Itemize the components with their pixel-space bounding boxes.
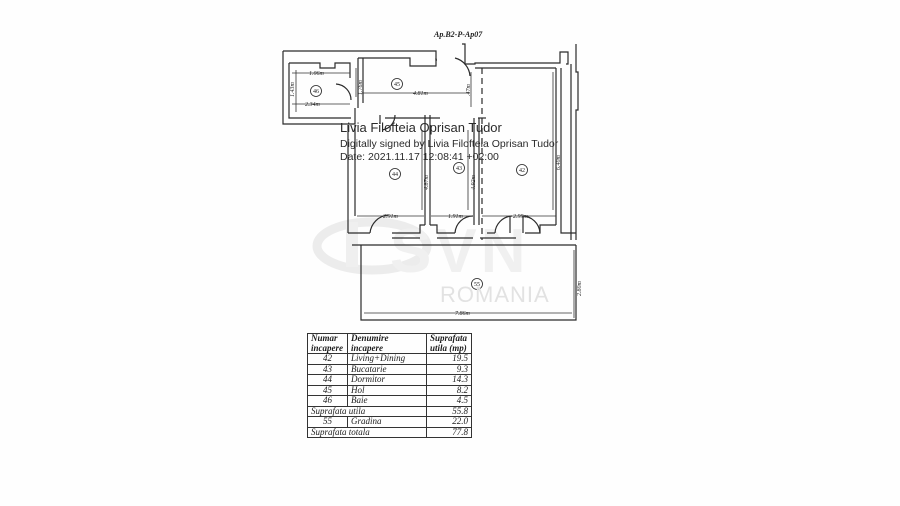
svg-text:SVN: SVN: [390, 217, 529, 286]
dimension-label: 6.40m: [555, 155, 562, 171]
table-header-row: Numar incapere Denumire incapere Suprafa…: [307, 333, 472, 354]
room-name: Baie: [347, 395, 427, 407]
signature-name: Livia Filofteia Oprisan Tudor: [340, 120, 502, 135]
dimension-label: 1.91m: [448, 214, 464, 220]
dimension-label: 2.80m: [577, 281, 583, 297]
watermark-logo: SVN: [312, 217, 529, 286]
room-number-43: 43: [456, 166, 462, 172]
header-area-line2: utila (mp): [430, 342, 467, 353]
room-area: 4.5: [426, 395, 472, 407]
dimension-label: 4.92m: [470, 175, 477, 191]
header-number: Numar incapere: [307, 333, 348, 354]
room-name: Living+Dining: [347, 353, 427, 365]
dimension-label: 4.81m: [413, 90, 429, 97]
dimension-label: 1.76m: [358, 80, 364, 96]
dimension-label: 1.43m: [289, 82, 296, 98]
subtotal-row: Suprafata utila 55.8: [307, 405, 472, 417]
header-area: Suprafata utila (mp): [426, 333, 472, 354]
room-area: 8.2: [426, 384, 472, 396]
table-row: 45 Hol 8.2: [307, 384, 472, 396]
room-name: Bucatarie: [347, 363, 427, 375]
table-row: 44 Dormitor 14.3: [307, 374, 472, 386]
room-name: Hol: [347, 384, 427, 396]
room-number-55: 55: [474, 282, 480, 288]
area-table: Numar incapere Denumire incapere Suprafa…: [307, 333, 472, 438]
table-row: 46 Baie 4.5: [307, 395, 472, 407]
signature-date: Date: 2021.11.17 12:08:41 +02:00: [340, 151, 499, 163]
room-number: 43: [307, 363, 348, 375]
header-number-line2: incapere: [311, 342, 343, 353]
dimension-label: 1.06m: [309, 71, 325, 77]
total-row: Suprafata totala 77.8: [307, 426, 472, 438]
garden-name: Gradina: [347, 416, 427, 428]
room-area: 19.5: [426, 353, 472, 365]
header-name: Denumire incapere: [347, 333, 427, 354]
garden-area: 22.0: [426, 416, 472, 428]
watermark-text: ROMANIA: [440, 282, 550, 307]
dimension-label: 7.86m: [455, 311, 471, 317]
dimension-label: 2.91m: [383, 214, 399, 220]
room-area: 9.3: [426, 363, 472, 375]
total-area: 77.8: [426, 426, 472, 438]
garden-row: 55 Gradina 22.0: [307, 416, 472, 428]
signature-signed-by: Digitally signed by Livia Filofteia Opri…: [340, 138, 559, 150]
room-number-44: 44: [392, 172, 398, 178]
header-name-line1: Denumire: [351, 333, 389, 343]
dimension-label: .47m: [465, 84, 472, 97]
table-row: 43 Bucatarie 9.3: [307, 363, 472, 375]
total-label: Suprafata totala: [307, 426, 427, 438]
room-number-42: 42: [519, 168, 525, 174]
room-number: 45: [307, 384, 348, 396]
room-number-45: 45: [394, 82, 400, 88]
room-number: 46: [307, 395, 348, 407]
subtotal-area: 55.8: [426, 405, 472, 417]
header-area-line1: Suprafata: [430, 333, 468, 343]
dimension-label: 2.34m: [305, 101, 321, 108]
header-name-line2: incapere: [351, 342, 383, 353]
garden-number: 55: [307, 416, 348, 428]
room-area: 14.3: [426, 374, 472, 386]
room-name: Dormitor: [347, 374, 427, 386]
room-number: 44: [307, 374, 348, 386]
dimension-label: 2.99m: [513, 214, 529, 220]
header-number-line1: Numar: [311, 333, 338, 343]
room-number: 42: [307, 353, 348, 365]
table-row: 42 Living+Dining 19.5: [307, 353, 472, 365]
room-number-46: 46: [313, 89, 319, 95]
dimension-label: 4.87m: [423, 175, 430, 191]
subtotal-label: Suprafata utila: [307, 405, 427, 417]
apartment-label: Ap.B2-P-Ap07: [434, 30, 483, 39]
